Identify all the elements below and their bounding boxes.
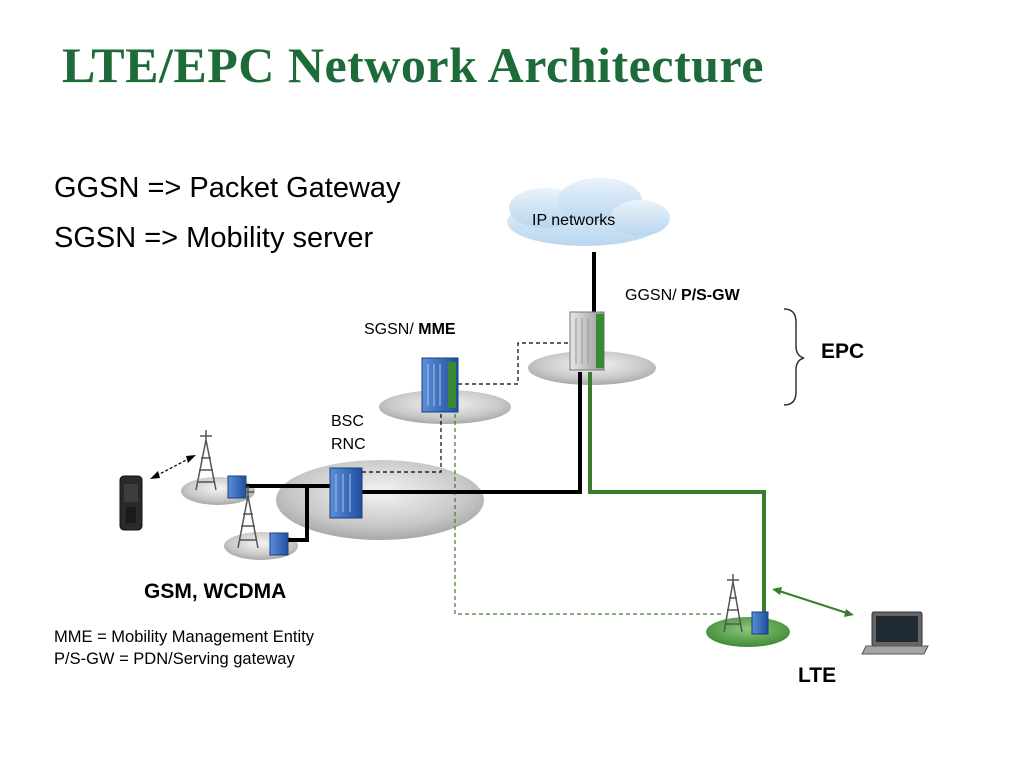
- sgsn-label: SGSN/ MME: [364, 321, 456, 338]
- ggsn-bsc-link: [360, 372, 582, 494]
- rnc-label: RNC: [331, 436, 366, 453]
- laptop-radio-link: [772, 587, 854, 617]
- enodeb-box-icon: [751, 611, 769, 635]
- bsc-rnc-server-icon: [329, 467, 363, 519]
- ggsn-server-icon: [569, 311, 605, 371]
- bullet-ggsn: GGSN => Packet Gateway: [54, 172, 401, 204]
- bsc-label: BSC: [331, 413, 364, 430]
- phone-radio-link: [150, 455, 196, 479]
- bullet-sgsn: SGSN => Mobility server: [54, 222, 374, 254]
- lte-platform: [706, 617, 790, 647]
- lte-label: LTE: [798, 664, 837, 687]
- bsc-bts2-link: [288, 488, 309, 542]
- tower-gsm1-icon: [195, 430, 217, 491]
- definition-psgw: P/S-GW = PDN/Serving gateway: [54, 650, 295, 668]
- mme-server-icon: [421, 357, 459, 413]
- laptop-icon: [861, 611, 929, 655]
- definition-mme: MME = Mobility Management Entity: [54, 628, 314, 646]
- bsc-platform: [276, 460, 484, 540]
- bts2-box-icon: [269, 532, 289, 556]
- sgsn-ggsn-dashed-link: [458, 342, 570, 385]
- page-title: LTE/EPC Network Architecture: [62, 37, 764, 93]
- sgsn-bsc-dashed-link: [358, 414, 442, 473]
- mobile-phone-icon: [119, 475, 143, 531]
- bts1-box-icon: [227, 475, 247, 499]
- ggsn-label: GGSN/ P/S-GW: [625, 287, 740, 304]
- ggsn-enb-lte-link: [588, 372, 766, 622]
- epc-label: EPC: [821, 340, 865, 363]
- epc-brace: [783, 308, 805, 406]
- mme-enb-dashed-link: [454, 414, 723, 615]
- ip-networks-label: IP networks: [532, 212, 616, 229]
- tower-lte-icon: [723, 574, 743, 633]
- ip-networks-cloud: [507, 178, 670, 246]
- tower-gsm2-icon: [237, 486, 259, 549]
- definitions: MME = Mobility Management Entity P/S-GW …: [54, 626, 314, 670]
- gsm-wcdma-label: GSM, WCDMA: [144, 580, 287, 603]
